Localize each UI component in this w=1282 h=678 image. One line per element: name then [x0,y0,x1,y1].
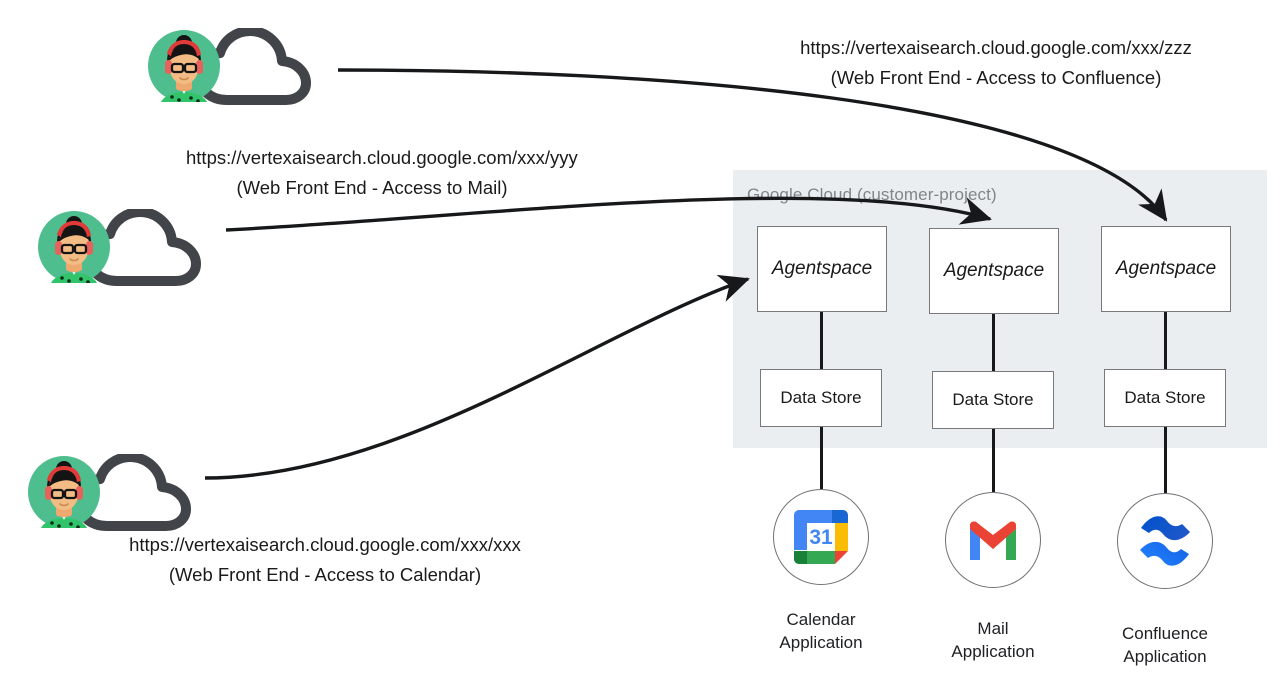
user-avatar-icon [28,456,100,528]
app-circle-confluence[interactable] [1117,493,1213,589]
app-label-mail: Mail Application [898,617,1088,663]
datastore-box-confluence[interactable]: Data Store [1104,369,1226,427]
gmail-icon [970,521,1016,560]
app-label-line2: Application [951,642,1035,661]
connector-datastore-app-calendar [820,427,823,489]
app-label-calendar: Calendar Application [726,608,916,654]
arrow-calendar-user [204,274,750,480]
app-label-line1: Mail [977,619,1009,638]
caption-description: (Web Front End - Access to Calendar) [168,564,482,585]
connector-agentspace-datastore-mail [992,314,995,371]
caption-description: (Web Front End - Access to Mail) [236,177,508,198]
caption-url: https://vertexaisearch.cloud.google.com/… [186,147,578,168]
caption-calendar-user: https://vertexaisearch.cloud.google.com/… [122,530,528,590]
app-circle-calendar[interactable]: 31 [773,489,869,585]
connector-datastore-app-confluence [1164,427,1167,493]
confluence-icon [1140,516,1190,566]
connector-agentspace-datastore-calendar [820,312,823,369]
connector-agentspace-datastore-confluence [1164,312,1167,369]
agentspace-box-confluence[interactable]: Agentspace [1101,226,1231,312]
datastore-box-calendar[interactable]: Data Store [760,369,882,427]
connector-datastore-app-mail [992,429,995,492]
agentspace-box-calendar[interactable]: Agentspace [757,226,887,312]
app-label-line1: Confluence [1121,624,1208,643]
app-label-line2: Application [779,633,863,652]
arrow-mail-user [225,196,992,232]
app-label-line1: Calendar [786,610,856,629]
arrow-confluence-user [337,68,1168,222]
agentspace-box-mail[interactable]: Agentspace [929,228,1059,314]
user-avatar-icon [148,30,220,102]
user-avatar-icon [38,211,110,283]
app-label-confluence: Confluence Application [1070,622,1260,668]
caption-description: (Web Front End - Access to Confluence) [830,67,1162,88]
app-circle-mail[interactable] [945,492,1041,588]
caption-url: https://vertexaisearch.cloud.google.com/… [800,37,1192,58]
google-calendar-icon: 31 [794,510,848,564]
caption-url: https://vertexaisearch.cloud.google.com/… [129,534,521,555]
app-label-line2: Application [1123,647,1207,666]
caption-mail-user: https://vertexaisearch.cloud.google.com/… [186,143,578,203]
caption-confluence-user: https://vertexaisearch.cloud.google.com/… [793,33,1199,93]
datastore-box-mail[interactable]: Data Store [932,371,1054,429]
calendar-day-number: 31 [809,526,833,549]
